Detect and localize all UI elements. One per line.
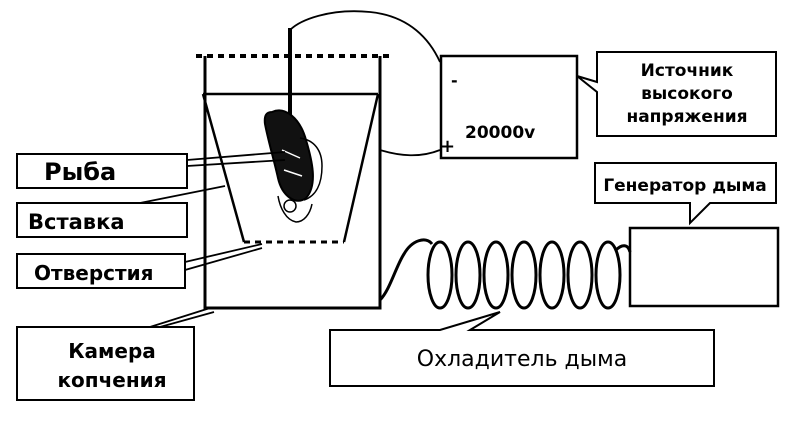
source-label-line3: напряжения [626,107,747,127]
insert-pointer [139,185,226,204]
smoke-generator-box [628,226,780,308]
source-callout-box [576,51,777,137]
cooling-coil [378,238,632,310]
wire-positive [379,149,441,157]
plus-terminal: + [440,136,455,157]
chamber-walls [203,56,382,310]
holes-pointer-b [184,247,263,271]
minus-terminal: - [451,71,458,90]
insert-callout-box [16,202,188,238]
source-label-line1: Источник [641,61,734,81]
source-label-line2: высокого [641,84,733,104]
generator-callout-box [594,162,777,226]
chamber-pointer-b [159,311,215,328]
chamber-pointer-a [149,307,211,328]
generator-label: Генератор дыма [603,176,766,196]
chamber-callout-box [16,326,195,401]
cooler-callout-box [329,311,715,387]
insert-right-wall [342,93,380,243]
insert-container [201,93,246,243]
power-supply-box [439,54,579,160]
voltage-label: 20000v [465,123,535,143]
cooler-label: Охладитель дыма [417,347,627,372]
insert-label: Вставка [28,210,125,234]
holes-callout-box [16,253,186,289]
holes-pointer-a [184,243,263,263]
fish-callout-box [16,153,188,189]
holes-label: Отверстия [34,261,153,285]
chamber-label-line2: копчения [57,368,166,392]
fish-pointer-b [186,159,286,167]
wire-negative [289,10,441,63]
fish-pointer-a [186,151,286,161]
fish-shape [263,109,323,223]
fish-label: Рыба [44,158,116,186]
chamber-label-line1: Камера [68,339,156,363]
